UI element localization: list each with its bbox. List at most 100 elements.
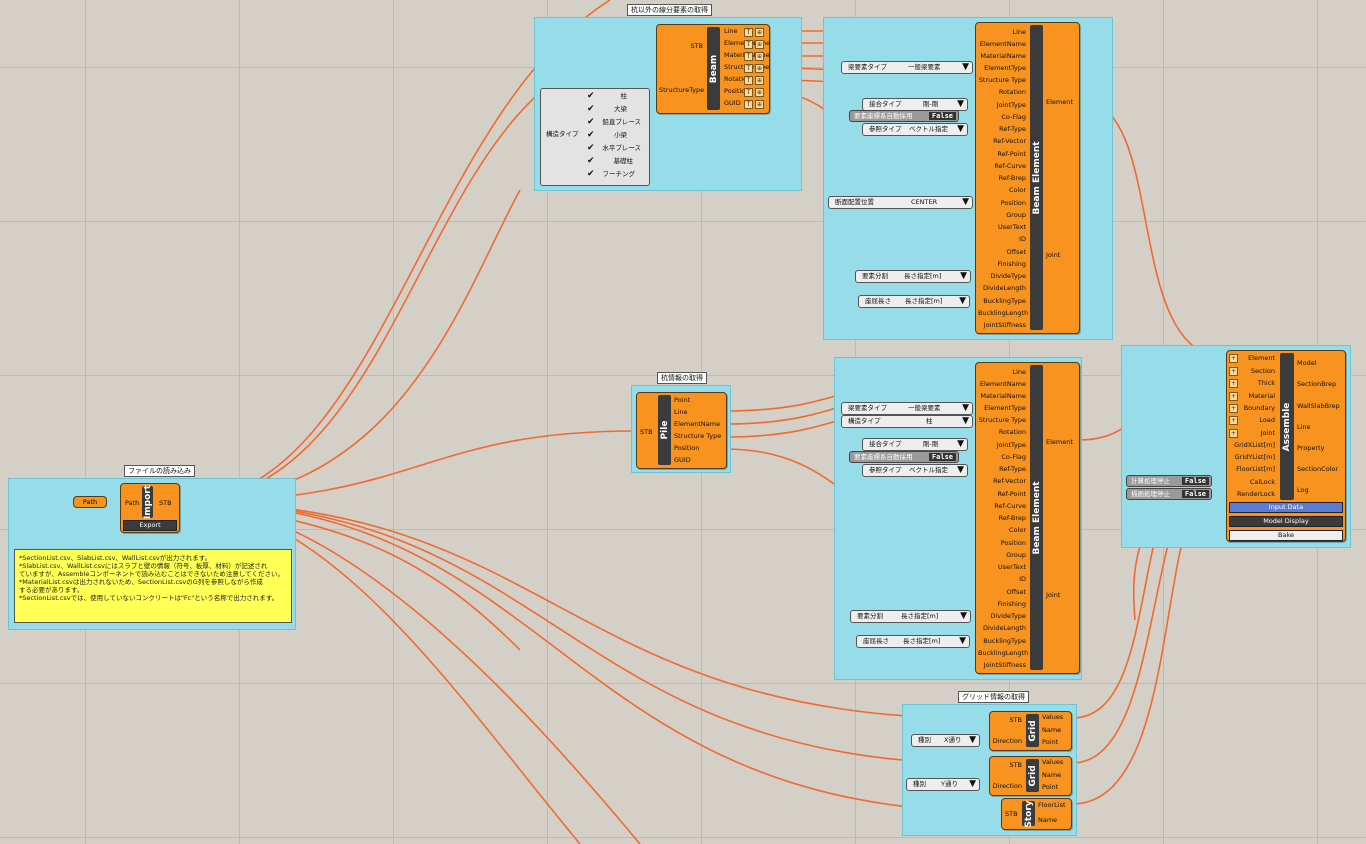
structure-item: 大梁: [614, 105, 627, 113]
element-type-dropdown[interactable]: 梁要素タイプ一般梁要素▼: [841, 61, 973, 74]
story-name-bar: Story: [1022, 799, 1035, 828]
dropdown-arrow-icon: ▼: [957, 124, 964, 134]
assemble-input: GridXList[m]: [1234, 441, 1275, 449]
be-input: Position: [1000, 539, 1026, 547]
buckling-dropdown[interactable]: 座屈長さ長さ指定[m]▼: [856, 635, 970, 648]
ref-type-dropdown[interactable]: 参照タイプベクトル指定▼: [862, 464, 968, 477]
grid-input: STB: [1009, 761, 1022, 769]
ref-type-dropdown[interactable]: 参照タイプベクトル指定▼: [862, 123, 968, 136]
be-input: Line: [1012, 28, 1026, 36]
tree-icon: T: [744, 64, 753, 73]
be-input: BucklingType: [983, 297, 1026, 305]
be-input: Rotation: [998, 88, 1026, 96]
input-data-button[interactable]: Input Data: [1229, 502, 1343, 513]
beam-element-component-mid[interactable]: Beam Element Line ElementName MaterialNa…: [975, 362, 1080, 674]
bake-button[interactable]: Bake: [1229, 530, 1343, 541]
grid-input: STB: [1009, 716, 1022, 724]
be-input: Ref-Curve: [994, 162, 1026, 170]
grid-y-component[interactable]: STB Direction Grid Values Name Point: [989, 756, 1072, 796]
beam-component[interactable]: STB StructureType Beam Line ElementName …: [656, 24, 770, 114]
dropdown-arrow-icon: ▼: [957, 465, 964, 475]
be-input: MaterialName: [980, 52, 1026, 60]
plus-icon[interactable]: +: [1229, 392, 1238, 401]
beam-input-stb: STB: [690, 42, 703, 50]
be-input: Color: [1009, 186, 1026, 194]
be-output-joint: Joint: [1046, 251, 1061, 259]
assemble-input: Joint: [1260, 429, 1275, 437]
assemble-input: Boundary: [1243, 404, 1275, 412]
structure-type-list[interactable]: 構造タイプ ✔ 柱 ✔ 大梁 ✔ 鉛直ブレース ✔ 小梁 ✔ 水平ブレース ✔ …: [540, 88, 650, 186]
plus-icon[interactable]: +: [1229, 379, 1238, 388]
check-icon[interactable]: ✔: [587, 91, 595, 101]
assemble-component[interactable]: Element Section Thick Material Boundary …: [1226, 350, 1346, 542]
assemble-output: SectionColor: [1297, 465, 1339, 473]
check-icon[interactable]: ✔: [587, 130, 595, 140]
structure-item: 柱: [620, 92, 628, 100]
be-input: Structure Type: [978, 76, 1026, 84]
beam-element-component-top[interactable]: Beam Element Line ElementName MaterialNa…: [975, 22, 1080, 334]
path-param[interactable]: Path: [73, 496, 107, 508]
structure-item: 基礎柱: [613, 157, 634, 165]
pile-component[interactable]: STB Pile Point Line ElementName Structur…: [636, 392, 727, 469]
assemble-output: Log: [1297, 486, 1309, 494]
grid-output: Point: [1042, 738, 1059, 746]
tree-icon: T: [744, 88, 753, 97]
divide-dropdown[interactable]: 要素分割長さ指定[m]▼: [850, 610, 971, 623]
tree-icon: ⊕: [755, 40, 764, 49]
assemble-name-bar: Assemble: [1280, 353, 1294, 500]
assemble-output: WallSlabBrep: [1297, 402, 1340, 410]
plus-icon[interactable]: +: [1229, 354, 1238, 363]
be-input: Structure Type: [978, 416, 1026, 424]
be-input: JointStiffness: [983, 661, 1026, 669]
grid-input: Direction: [992, 737, 1022, 745]
be-input: BucklingLength: [978, 309, 1029, 317]
pile-output: Point: [674, 396, 691, 404]
beam-output-position: Position: [724, 87, 750, 95]
element-type-dropdown[interactable]: 梁要素タイプ一般梁要素▼: [841, 402, 973, 415]
export-button[interactable]: Export: [123, 520, 177, 531]
tree-icon: T: [744, 76, 753, 85]
check-icon[interactable]: ✔: [587, 156, 595, 166]
pile-output: ElementName: [674, 420, 721, 428]
be-input: Co-Flag: [1001, 113, 1026, 121]
joint-type-dropdown[interactable]: 接合タイプ剛-剛▼: [862, 438, 968, 451]
be-input: Ref-Vector: [993, 137, 1026, 145]
import-component[interactable]: Path Import STB Export: [120, 483, 180, 533]
info-note: *SectionList.csv、SlabList.csv、WallList.c…: [14, 549, 292, 623]
assemble-input: Section: [1250, 367, 1275, 375]
buckling-dropdown[interactable]: 座屈長さ長さ指定[m]▼: [858, 295, 970, 308]
story-component[interactable]: STB Story FloorList Name: [1001, 798, 1072, 830]
be-input: JointType: [996, 101, 1026, 109]
story-output: FloorList: [1038, 801, 1066, 809]
check-icon[interactable]: ✔: [587, 117, 595, 127]
plus-icon[interactable]: +: [1229, 404, 1238, 413]
check-icon[interactable]: ✔: [587, 143, 595, 153]
plus-icon[interactable]: +: [1229, 429, 1238, 438]
be-input: UserText: [998, 563, 1026, 571]
structure-type-dropdown[interactable]: 構造タイプ柱▼: [841, 415, 973, 428]
check-icon[interactable]: ✔: [587, 104, 595, 114]
be-input: BucklingLength: [978, 649, 1029, 657]
divide-dropdown[interactable]: 要素分割長さ指定[m]▼: [855, 270, 971, 283]
be-input: Offset: [1006, 588, 1026, 596]
plus-icon[interactable]: +: [1229, 367, 1238, 376]
dropdown-arrow-icon: ▼: [960, 611, 967, 621]
beam-name-bar: Beam: [707, 27, 720, 110]
model-display-button[interactable]: Model Display: [1229, 516, 1343, 527]
beam-output-rotation: Rotation: [724, 75, 752, 83]
structure-type-label: 構造タイプ: [546, 130, 579, 138]
group-title-file-read: ファイルの読み込み: [124, 465, 195, 477]
check-icon[interactable]: ✔: [587, 169, 595, 179]
grid-output: Name: [1042, 771, 1062, 779]
pile-name-bar: Pile: [658, 395, 671, 465]
grid-x-component[interactable]: STB Direction Grid Values Name Point: [989, 711, 1072, 751]
plus-icon[interactable]: +: [1229, 416, 1238, 425]
be-input: Finishing: [997, 260, 1026, 268]
